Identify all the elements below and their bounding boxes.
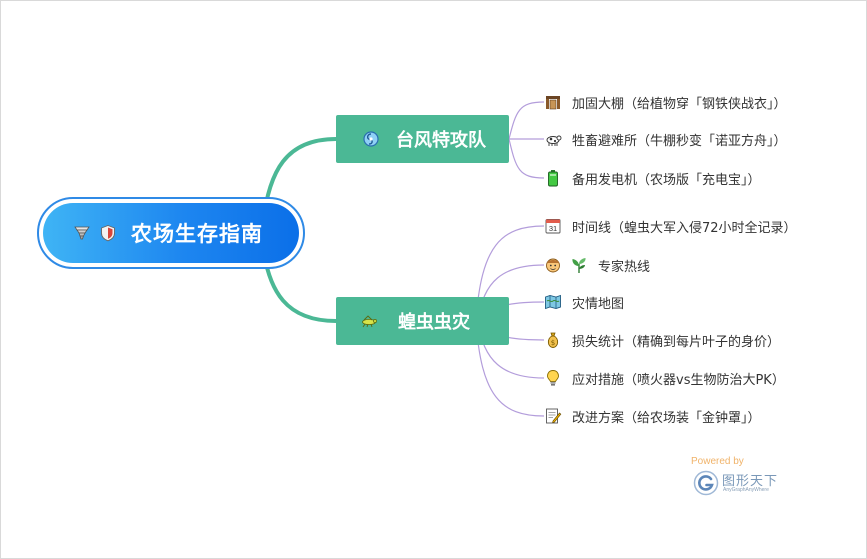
- watermark-brand: 图形天下: [722, 474, 779, 489]
- connector-leaf-battery: [508, 138, 545, 179]
- battery-icon: [544, 169, 562, 187]
- svg-text:$: $: [551, 339, 555, 347]
- leaf-calendar[interactable]: 31 时间线（蝗虫大军入侵72小时全记录）: [544, 215, 797, 237]
- leaf-cow[interactable]: 牲畜避难所（牛棚秒变「诺亚方舟」）: [544, 128, 787, 150]
- leaf-text: 备用发电机（农场版「充电宝」）: [572, 172, 761, 188]
- brand-logo-icon: [693, 470, 719, 500]
- leaf-text: 加固大棚（给植物穿「钢铁侠战衣」）: [572, 96, 787, 112]
- leaf-text: 专家热线: [598, 259, 651, 275]
- leaf-text: 改进方案（给农场装「金钟罩」）: [572, 410, 761, 426]
- leaf-measures[interactable]: 应对措施（喷火器vs生物防治大PK）: [544, 367, 785, 389]
- branch-locust[interactable]: 蝗虫虫灾: [336, 297, 509, 345]
- calendar-day-label: 31: [549, 224, 557, 233]
- watermark: Powered by 图形天下 AnyGraphAnyWhere: [691, 456, 801, 496]
- leaf-text: 应对措施（喷火器vs生物防治大PK）: [572, 372, 785, 388]
- branch-typhoon[interactable]: 台风特攻队: [336, 115, 509, 163]
- leaf-text: 时间线（蝗虫大军入侵72小时全记录）: [572, 220, 797, 236]
- leaf-expert-hotline[interactable]: 专家热线: [544, 254, 650, 276]
- leaf-loss-stats[interactable]: $ 损失统计（精确到每片叶子的身价）: [544, 329, 780, 351]
- connector-leaf-shed: [508, 101, 545, 140]
- leaf-battery[interactable]: 备用发电机（农场版「充电宝」）: [544, 167, 761, 189]
- watermark-tagline: AnyGraphAnyWhere: [723, 487, 769, 493]
- leaf-map[interactable]: 灾情地图: [544, 291, 624, 313]
- farmer-icon: [544, 256, 562, 274]
- leaf-text: 牲畜避难所（牛棚秒变「诺亚方舟」）: [572, 133, 787, 149]
- shield-icon: [99, 224, 117, 242]
- root-title: 农场生存指南: [131, 222, 263, 246]
- money-bag-icon: $: [544, 331, 562, 349]
- map-icon: [544, 293, 562, 311]
- leaf-improvement-plan[interactable]: 改进方案（给农场装「金钟罩」）: [544, 405, 761, 427]
- calendar-icon: 31: [544, 217, 562, 235]
- leaf-text: 损失统计（精确到每片叶子的身价）: [572, 334, 781, 350]
- typhoon-icon: [362, 130, 380, 148]
- leaf-shed[interactable]: 加固大棚（给植物穿「钢铁侠战衣」）: [544, 91, 787, 113]
- branch-title: 蝗虫虫灾: [398, 312, 470, 333]
- shed-icon: [544, 93, 562, 111]
- cow-icon: [544, 130, 562, 148]
- plant-icon: [570, 256, 588, 274]
- locust-icon: [360, 312, 378, 330]
- tornado-icon: [73, 224, 91, 242]
- lightbulb-icon: [544, 369, 562, 387]
- watermark-powered-by: Powered by: [691, 456, 744, 467]
- leaf-text: 灾情地图: [572, 296, 625, 312]
- branch-title: 台风特攻队: [396, 130, 486, 151]
- root-node[interactable]: 农场生存指南: [37, 197, 305, 269]
- root-node-fill: 农场生存指南: [43, 203, 299, 263]
- memo-icon: [544, 407, 562, 425]
